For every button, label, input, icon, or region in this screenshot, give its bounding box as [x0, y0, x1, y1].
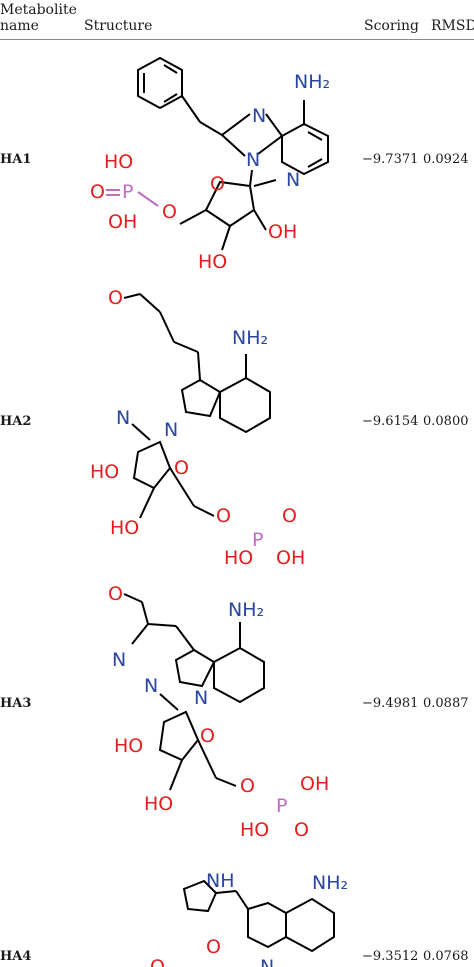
structure-ha3: O N NH₂ N N O HO HO O P OH HO O	[108, 583, 329, 841]
atom-ho: HO	[104, 151, 133, 173]
metabolite-name: HA1	[0, 152, 32, 167]
metabolite-name: HA2	[0, 414, 32, 429]
scoring-value: −9.7371	[362, 152, 419, 167]
atom-ho: HO	[110, 517, 139, 539]
atom-p: P	[252, 529, 263, 551]
atom-n: N	[164, 419, 178, 441]
header-rule	[0, 39, 474, 40]
header-name-line2: name	[0, 18, 39, 34]
atom-o: O	[240, 775, 255, 797]
table-row: HA2 −9.6154 0.0800 O NH₂ N N O HO HO O P…	[0, 272, 474, 572]
atom-nh2: NH₂	[232, 327, 268, 349]
atom-p: P	[122, 181, 133, 203]
atom-ho: HO	[114, 735, 143, 757]
atom-n: N	[116, 407, 130, 429]
atom-n: N	[112, 649, 126, 671]
atom-o: O	[174, 457, 189, 479]
scoring-value: −9.6154	[362, 414, 419, 429]
header-structure: Structure	[84, 18, 153, 34]
scoring-value: −9.3512	[362, 949, 419, 964]
atom-o: O	[150, 956, 165, 967]
structure-ha2: O NH₂ N N O HO HO O P O HO OH	[90, 287, 305, 569]
atom-o: O	[282, 505, 297, 527]
atom-n: N	[144, 675, 158, 697]
scoring-value: −9.4981	[362, 696, 419, 711]
structure-ha1: NH₂ N N N O OH HO O P HO O OH	[90, 56, 330, 272]
atom-o: O	[108, 287, 123, 309]
atom-o: O	[210, 173, 225, 195]
rmsd-value: 0.0800	[423, 414, 469, 429]
rmsd-value: 0.0924	[423, 152, 469, 167]
atom-n: N	[252, 105, 266, 127]
atom-ho: HO	[90, 461, 119, 483]
atom-oh: OH	[108, 211, 137, 233]
atom-o: O	[162, 201, 177, 223]
atom-o: O	[200, 725, 215, 747]
atom-n: N	[194, 687, 208, 709]
atom-nh: NH	[206, 870, 235, 892]
atom-nh2: NH₂	[294, 71, 330, 93]
table-row: HA1 −9.7371 0.0924 NH₂ N N N O OH HO O	[0, 40, 474, 272]
atom-o: O	[216, 505, 231, 527]
header-name-line1: Metabolite	[0, 2, 77, 18]
atom-p: P	[276, 795, 287, 817]
atom-n: N	[260, 956, 274, 967]
atom-n: N	[286, 169, 300, 191]
atom-oh: OH	[268, 221, 297, 243]
header-metabolite-name: Metabolite name	[0, 2, 77, 34]
atom-o: O	[108, 583, 123, 605]
atom-o: O	[90, 181, 105, 203]
atom-nh2: NH₂	[228, 599, 264, 621]
atom-oh: OH	[300, 773, 329, 795]
rmsd-value: 0.0887	[423, 696, 469, 711]
header-scoring: Scoring	[364, 18, 420, 34]
header-rmsd: RMSD	[431, 18, 474, 34]
atom-ho: HO	[224, 547, 253, 569]
table-row: HA3 −9.4981 0.0887 O N NH₂ N N O HO HO O…	[0, 572, 474, 847]
atom-oh: OH	[276, 547, 305, 569]
atom-ho: HO	[144, 793, 173, 815]
atom-ho: HO	[198, 251, 227, 272]
structure-ha4: NH NH₂ O O N	[150, 870, 348, 967]
atom-nh2: NH₂	[312, 872, 348, 894]
atom-ho: HO	[240, 819, 269, 841]
rmsd-value: 0.0768	[423, 949, 469, 964]
atom-o: O	[294, 819, 309, 841]
metabolite-name: HA4	[0, 949, 32, 964]
table-row: HA4 −9.3512 0.0768 NH NH₂ O O N	[0, 847, 474, 967]
atom-o: O	[206, 936, 221, 958]
metabolite-name: HA3	[0, 696, 32, 711]
atom-n: N	[246, 149, 260, 171]
